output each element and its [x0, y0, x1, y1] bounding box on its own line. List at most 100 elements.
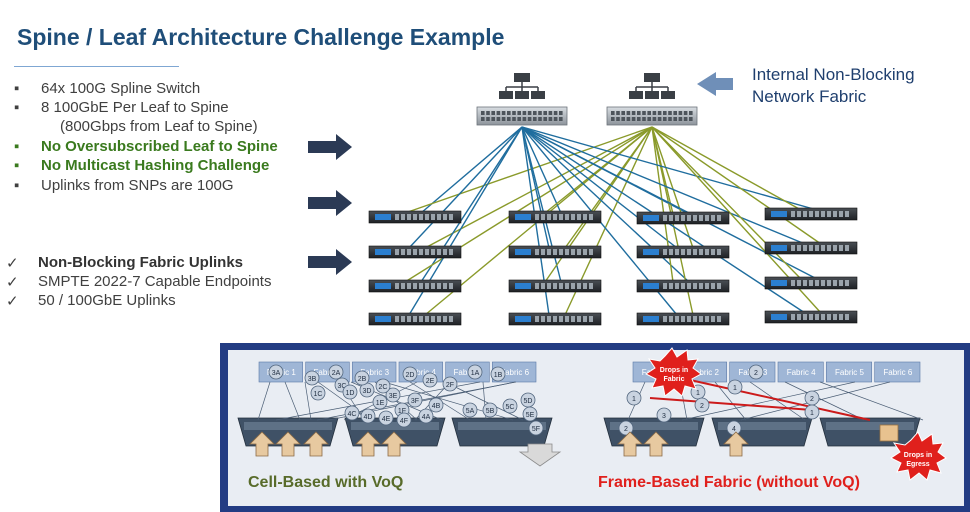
port — [717, 215, 721, 221]
check-icon: ✓ — [6, 274, 19, 291]
spine-switch — [476, 73, 568, 126]
bullet-marker: ▪ — [14, 157, 20, 174]
port — [559, 283, 563, 289]
bullet-text: No Oversubscribed Leaf to Spine — [41, 138, 278, 155]
port — [401, 283, 405, 289]
port — [797, 280, 801, 286]
port — [437, 214, 441, 220]
port — [407, 214, 411, 220]
callout-arrows — [308, 72, 733, 275]
port — [711, 316, 715, 322]
traffic-token — [304, 370, 320, 386]
fabric-label-line: Network Fabric — [752, 87, 867, 106]
spine-leaf-link — [420, 126, 523, 214]
leaf-display — [375, 283, 391, 289]
port — [631, 111, 636, 115]
port — [437, 316, 441, 322]
port — [517, 111, 521, 115]
traffic-token-label: 5B — [486, 408, 495, 415]
traffic-token — [342, 384, 358, 400]
port — [533, 111, 537, 115]
traffic-token-label: 4E — [382, 416, 391, 423]
drops-in-fabric-burst: Drops in Fabric — [645, 347, 702, 397]
traffic-token — [378, 410, 394, 426]
server-icon — [499, 91, 513, 99]
port — [577, 214, 581, 220]
leaf-display — [643, 283, 659, 289]
port — [705, 316, 709, 322]
leaf-switch — [764, 276, 858, 290]
bullet-text: No Multicast Hashing Challenge — [41, 157, 270, 174]
drops-in-fabric-label: Drops in — [660, 367, 688, 374]
port — [413, 249, 417, 255]
traffic-token — [310, 385, 326, 401]
ingress-arrow-icon — [617, 431, 643, 457]
port — [616, 117, 620, 121]
traffic-token — [804, 404, 820, 420]
port — [517, 117, 521, 121]
spine-leaf-link — [424, 126, 653, 249]
port — [413, 283, 417, 289]
leaf-switch — [636, 279, 730, 293]
drops-in-egress-label: Drops in — [904, 452, 932, 459]
traffic-token — [528, 420, 544, 436]
port — [507, 117, 511, 121]
fabric-link — [714, 381, 747, 421]
port — [687, 249, 691, 255]
leaf-switch — [508, 245, 602, 259]
port — [547, 316, 551, 322]
port — [681, 249, 685, 255]
bullet-text: Uplinks from SNPs are 100G — [41, 177, 234, 194]
traffic-token-label: 4D — [364, 414, 373, 421]
bullet-marker: ▪ — [14, 80, 20, 97]
traffic-token — [490, 366, 506, 382]
spine-leaf-link — [651, 126, 822, 245]
port — [541, 249, 545, 255]
port — [565, 214, 569, 220]
leaf-switch — [764, 310, 858, 324]
traffic-token — [354, 370, 370, 386]
leaf-display — [515, 316, 531, 322]
port — [699, 316, 703, 322]
spine-leaf-link — [521, 126, 818, 211]
port — [522, 117, 527, 121]
fabric-switch-label: Fabric 2 — [690, 368, 719, 377]
traffic-token — [396, 412, 412, 428]
traffic-token — [268, 364, 284, 380]
port — [548, 111, 553, 115]
port — [687, 316, 691, 322]
port — [512, 117, 516, 121]
port — [681, 215, 685, 221]
traffic-token-label: 4 — [732, 426, 736, 433]
fabric-link — [749, 381, 806, 421]
fabric-switch-label: Fabric 5 — [835, 368, 864, 377]
port — [501, 111, 506, 115]
port — [827, 314, 831, 320]
port — [675, 215, 679, 221]
traffic-token-label: 3D — [363, 388, 372, 395]
port — [425, 214, 429, 220]
port — [678, 117, 683, 121]
port — [589, 283, 593, 289]
server-icon — [531, 91, 545, 99]
port — [699, 215, 703, 221]
port — [809, 280, 813, 286]
port — [663, 111, 667, 115]
port — [845, 211, 849, 217]
port — [689, 111, 693, 115]
port — [501, 117, 506, 121]
bullet-marker: ▪ — [14, 177, 20, 194]
traffic-token — [360, 408, 376, 424]
port — [717, 283, 721, 289]
ingress-arrow-icon — [643, 431, 669, 457]
egress-arrow-icon — [518, 443, 562, 467]
port — [401, 249, 405, 255]
port — [395, 214, 399, 220]
port — [626, 111, 631, 115]
leaf-switch — [368, 245, 462, 259]
leaf-switch — [636, 211, 730, 225]
port — [407, 316, 411, 322]
port — [486, 117, 490, 121]
traffic-token-label: 5C — [506, 404, 515, 411]
